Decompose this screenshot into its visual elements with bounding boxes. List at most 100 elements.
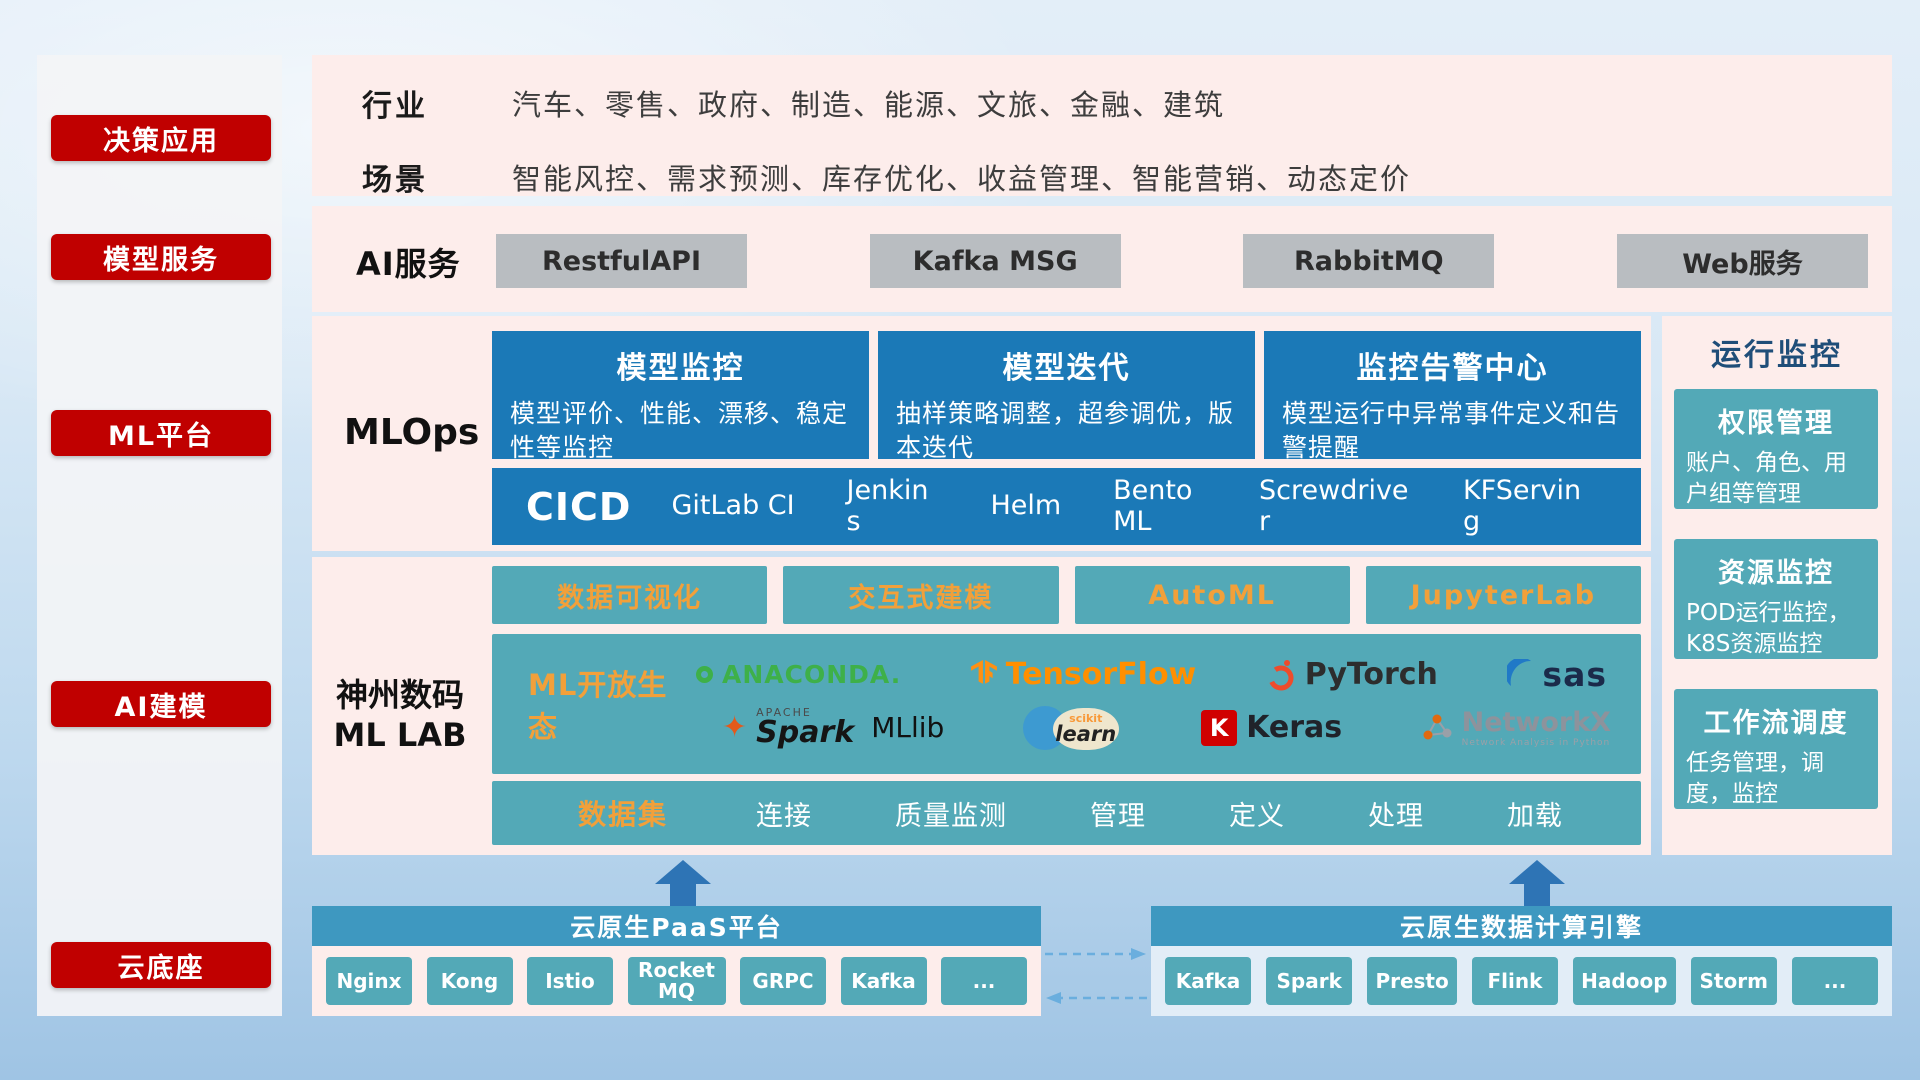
- sas-wordmark: sas: [1542, 654, 1607, 694]
- mlops-label: MLOps: [344, 412, 480, 453]
- chip-spark: Spark: [1266, 957, 1353, 1005]
- card-desc: 抽样策略调整，超参调优，版本迭代: [896, 399, 1235, 462]
- ml-lab-label-line2: ML LAB: [333, 716, 467, 754]
- card-title: 工作流调度: [1703, 708, 1849, 739]
- service-chip-kafka-msg: Kafka MSG: [869, 234, 1121, 288]
- logo-row-2: ✦ APACHE Spark MLlib scikit learn: [682, 702, 1641, 754]
- scikit-blob-icon: scikit learn: [1052, 707, 1119, 750]
- ml-lab-panel: 神州数码 ML LAB 数据可视化 交互式建模 AutoML JupyterLa…: [312, 557, 1651, 855]
- card-desc: 模型评价、性能、漂移、稳定性等监控: [510, 399, 849, 462]
- up-arrow-icon: [655, 860, 711, 884]
- networkx-logo: NetworkX Network Analysis in Python: [1421, 707, 1611, 748]
- industry-list: 汽车、零售、政府、制造、能源、文旅、金融、建筑: [512, 88, 1226, 122]
- chip-grpc: GRPC: [740, 957, 826, 1005]
- dataset-item-row: 连接 质量监测 管理 定义 处理 加载: [668, 794, 1641, 833]
- keras-logo: K Keras: [1201, 709, 1343, 746]
- sas-logo: sas: [1507, 655, 1607, 694]
- card-title: 资源监控: [1718, 558, 1834, 589]
- tool-automl: AutoML: [1074, 566, 1350, 624]
- card-title: 模型迭代: [1002, 351, 1131, 386]
- card-title: 模型监控: [616, 351, 745, 386]
- dataset-item-load: 加载: [1506, 800, 1563, 832]
- rail-badge-ai-modeling: AI建模: [51, 681, 271, 727]
- chip-flink: Flink: [1471, 957, 1558, 1005]
- card-alert-center: 监控告警中心 模型运行中异常事件定义和告警提醒: [1264, 331, 1641, 462]
- spark-mllib-logo: ✦ APACHE Spark MLlib: [722, 707, 944, 748]
- dashed-connector-icon: [1045, 948, 1147, 1004]
- ml-lab-label: 神州数码 ML LAB: [318, 675, 482, 755]
- mlops-card-row: 模型监控 模型评价、性能、漂移、稳定性等监控 模型迭代 抽样策略调整，超参调优，…: [492, 331, 1641, 462]
- rail-badge-cloud-base: 云底座: [51, 942, 271, 988]
- card-model-iteration: 模型迭代 抽样策略调整，超参调优，版本迭代: [878, 331, 1255, 462]
- card-model-monitoring: 模型监控 模型评价、性能、漂移、稳定性等监控: [492, 331, 869, 462]
- cicd-item-jenkins: Jenkins: [846, 475, 929, 537]
- ops-monitoring-title: 运行监控: [1711, 338, 1843, 373]
- keras-k-icon: K: [1201, 709, 1238, 746]
- dataset-item-connect: 连接: [756, 800, 813, 832]
- service-chip-web: Web服务: [1616, 234, 1868, 288]
- mlops-panel: MLOps 模型监控 模型评价、性能、漂移、稳定性等监控 模型迭代 抽样策略调整…: [312, 316, 1651, 551]
- chip-hadoop: Hadoop: [1573, 957, 1676, 1005]
- pytorch-wordmark: PyTorch: [1304, 656, 1438, 692]
- tool-data-visualization: 数据可视化: [492, 566, 768, 624]
- chip-storm: Storm: [1690, 957, 1777, 1005]
- tool-interactive-modeling: 交互式建模: [783, 566, 1059, 624]
- spark-name: Spark: [756, 715, 855, 750]
- cicd-bar: CICD GitLab CI Jenkins Helm BentoML Scre…: [492, 468, 1641, 545]
- dataset-item-quality: 质量监测: [895, 800, 1007, 832]
- ml-open-ecosystem: ML开放生态 ANACONDA. TensorFlow: [492, 634, 1641, 774]
- dataset-item-manage: 管理: [1089, 800, 1146, 832]
- cicd-label: CICD: [526, 484, 632, 529]
- card-title: 权限管理: [1718, 408, 1834, 439]
- ai-service-label: AI服务: [356, 245, 461, 283]
- ai-service-panel: AI服务 RestfulAPI Kafka MSG RabbitMQ Web服务: [312, 206, 1892, 312]
- scikit-learn-text: learn: [1055, 721, 1117, 746]
- chip-rocketmq: RocketMQ: [627, 957, 726, 1005]
- anaconda-wordmark: ANACONDA.: [722, 659, 902, 689]
- ecosystem-logos: ANACONDA. TensorFlow PyTorch: [682, 655, 1641, 754]
- networkx-graph-icon: [1423, 714, 1452, 740]
- service-chip-restfulapi: RestfulAPI: [496, 234, 747, 288]
- tool-jupyterlab: JupyterLab: [1365, 566, 1641, 624]
- spark-wordmark: APACHE Spark: [756, 707, 854, 748]
- scikit-learn-logo: scikit learn: [1022, 702, 1123, 754]
- spark-star-icon: ✦: [722, 709, 748, 745]
- rail-badge-decision-apps: 决策应用: [51, 115, 271, 161]
- anaconda-ring-icon: [696, 665, 713, 683]
- rail-badge-ml-platform: ML平台: [51, 410, 271, 456]
- card-desc: 模型运行中异常事件定义和告警提醒: [1282, 399, 1621, 462]
- tensorflow-icon: [970, 660, 997, 684]
- cicd-item-bentoml: BentoML: [1113, 475, 1193, 537]
- up-arrow-icon: [1509, 860, 1565, 884]
- card-title: 监控告警中心: [1356, 351, 1549, 386]
- card-workflow-scheduling: 工作流调度 任务管理，调度，监控: [1674, 689, 1878, 809]
- sas-swoosh-icon: [1507, 659, 1532, 686]
- dataset-bar: 数据集 连接 质量监测 管理 定义 处理 加载: [492, 781, 1641, 845]
- cicd-item-helm: Helm: [990, 490, 1062, 522]
- industry-label: 行业: [362, 89, 428, 124]
- ecosystem-label: ML开放生态: [528, 668, 668, 744]
- up-arrow-stem: [670, 883, 696, 906]
- pytorch-logo: PyTorch: [1266, 657, 1438, 692]
- keras-wordmark: Keras: [1246, 710, 1343, 745]
- dataset-item-process: 处理: [1367, 800, 1424, 832]
- rail-badge-model-service: 模型服务: [51, 234, 271, 280]
- ops-monitoring-cards: 权限管理 账户、角色、用户组等管理 资源监控 POD运行监控，K8S资源监控 工…: [1674, 389, 1878, 809]
- chip-istio: Istio: [527, 957, 613, 1005]
- paas-platform-header: 云原生PaaS平台: [312, 906, 1041, 946]
- chip-more: ...: [941, 957, 1027, 1005]
- mllib-label: MLlib: [871, 711, 945, 744]
- chip-rocketmq-label: RocketMQ: [638, 958, 715, 1003]
- apache-label: APACHE: [756, 706, 812, 719]
- card-desc: POD运行监控，K8S资源监控: [1686, 600, 1851, 658]
- card-permission-management: 权限管理 账户、角色、用户组等管理: [1674, 389, 1878, 509]
- cicd-item-gitlab-ci: GitLab CI: [671, 490, 795, 522]
- engine-chip-row: Kafka Spark Presto Flink Hadoop Storm ..…: [1151, 946, 1892, 1016]
- dataset-item-define: 定义: [1228, 800, 1285, 832]
- chip-kafka: Kafka: [840, 957, 927, 1005]
- chip-presto: Presto: [1367, 957, 1457, 1005]
- data-engine-header: 云原生数据计算引擎: [1151, 906, 1892, 946]
- logo-row-1: ANACONDA. TensorFlow PyTorch: [682, 655, 1641, 694]
- chip-kong: Kong: [426, 957, 513, 1005]
